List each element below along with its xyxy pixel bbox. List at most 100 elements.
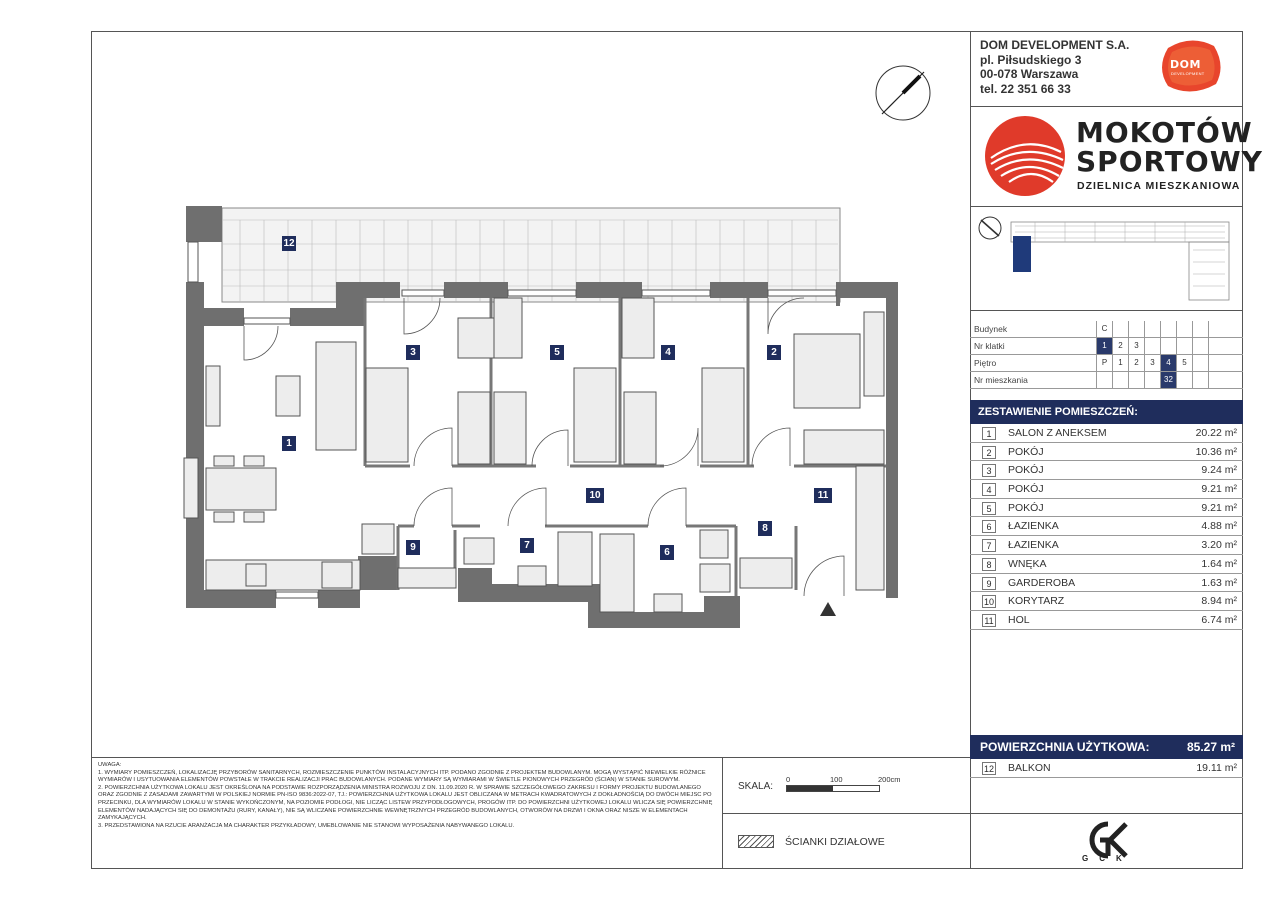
furniture [183, 297, 885, 613]
room-row: 6 ŁAZIENKA 4.88 m² [970, 517, 1243, 537]
info-cell [1128, 321, 1144, 337]
room-number: 12 [982, 762, 996, 775]
scale-label: SKALA: [738, 781, 774, 792]
plan-room-label: 12 [282, 236, 296, 251]
info-cell [1160, 321, 1176, 337]
info-cell: 1 [1112, 355, 1128, 371]
room-name: GARDEROBA [1008, 576, 1076, 589]
info-cell [1176, 372, 1192, 388]
room-number: 11 [982, 613, 996, 627]
info-row-building: Budynek C [970, 321, 1243, 338]
balcony-row: 12 BALKON 19.11 m² [970, 759, 1243, 778]
project-title: MOKOTÓW SPORTOWY [1076, 118, 1263, 176]
room-area: 4.88 m² [1201, 520, 1237, 533]
info-cell [1096, 372, 1112, 388]
notes-block: UWAGA: 1. WYMIARY POMIESZCZEŃ, LOKALIZAC… [98, 762, 718, 830]
company-address-street: pl. Piłsudskiego 3 [980, 52, 1082, 67]
room-name: HOL [1008, 613, 1030, 626]
floor-plan-drawing [183, 65, 931, 628]
info-label: Budynek [974, 324, 1008, 334]
room-name: ŁAZIENKA [1008, 539, 1059, 552]
info-cell [1192, 355, 1208, 371]
info-cell [1192, 372, 1208, 388]
info-cell: 2 [1128, 355, 1144, 371]
mokotow-sportowy-logo-icon [985, 116, 1065, 196]
note-item: 1. WYMIARY POMIESZCZEŃ, LOKALIZACJĘ PRZY… [98, 769, 706, 784]
room-area: 1.63 m² [1201, 576, 1237, 589]
partition-wall-legend-swatch [738, 835, 774, 848]
entrance-marker-icon [820, 602, 836, 616]
dom-development-logo-icon [1162, 40, 1221, 92]
info-cell-selected: 1 [1096, 338, 1112, 354]
room-number: 2 [982, 445, 996, 459]
scale-bar-fill [787, 786, 833, 791]
floor-plan: 12 1 2 3 4 5 6 7 8 9 10 11 [180, 60, 940, 640]
notes-title: UWAGA: [98, 762, 122, 768]
plan-room-label: 10 [586, 488, 604, 503]
info-cell [1208, 338, 1224, 354]
info-cell [1192, 338, 1208, 354]
usable-area-value: 85.27 m² [1186, 740, 1235, 754]
room-name: SALON Z ANEKSEM [1008, 427, 1107, 439]
plan-room-label: 5 [550, 345, 564, 360]
plan-room-label: 4 [661, 345, 675, 360]
notes-divider [91, 757, 970, 758]
panel-line [970, 206, 1243, 207]
info-row-apartment-number: Nr mieszkania 32 [970, 372, 1243, 389]
info-cell [1208, 321, 1224, 337]
key-plan-icon [978, 216, 1230, 301]
gck-text: GCK [1082, 854, 1133, 863]
info-cell: P [1096, 355, 1112, 371]
info-cell [1112, 372, 1128, 388]
room-area: 9.24 m² [1201, 464, 1237, 477]
info-cell [1208, 372, 1224, 388]
plan-room-label: 7 [520, 538, 534, 553]
project-title-line2: SPORTOWY [1076, 145, 1263, 178]
info-cell [1144, 321, 1160, 337]
usable-area-label: POWIERZCHNIA UŻYTKOWA: [980, 740, 1150, 754]
dom-logo-text: DOM [1170, 58, 1201, 71]
room-number: 1 [982, 427, 996, 440]
room-number: 10 [982, 595, 996, 609]
room-name: POKÓJ [1008, 501, 1044, 514]
rooms-header: ZESTAWIENIE POMIESZCZEŃ: [970, 400, 1243, 424]
company-phone: tel. 22 351 66 33 [980, 81, 1071, 96]
panel-line [970, 106, 1243, 107]
plan-room-label: 8 [758, 521, 772, 536]
info-label: Piętro [974, 358, 997, 368]
info-cell [1160, 338, 1176, 354]
note-item: 2. POWIERZCHNIA UŻYTKOWA LOKALU JEST OKR… [98, 784, 713, 822]
room-number: 4 [982, 483, 996, 497]
scale-legend-divider [722, 813, 970, 814]
windows [187, 241, 837, 599]
room-name: ŁAZIENKA [1008, 520, 1059, 533]
room-name: WNĘKA [1008, 557, 1047, 570]
info-cell-selected: 4 [1160, 355, 1176, 371]
plan-room-label: 9 [406, 540, 420, 555]
room-number: 5 [982, 501, 996, 515]
info-cell [1192, 321, 1208, 337]
info-cell: 3 [1144, 355, 1160, 371]
info-cell-selected: 32 [1160, 372, 1176, 388]
room-name: POKÓJ [1008, 464, 1044, 477]
room-number: 6 [982, 520, 996, 534]
plan-room-label: 3 [406, 345, 420, 360]
info-cell [1208, 355, 1224, 371]
legend-text: ŚCIANKI DZIAŁOWE [785, 836, 885, 848]
info-cell: 2 [1112, 338, 1128, 354]
project-title-line1: MOKOTÓW [1076, 116, 1253, 149]
info-cell: 3 [1128, 338, 1144, 354]
room-area: 10.36 m² [1195, 445, 1237, 458]
plan-room-label: 6 [660, 545, 674, 560]
north-arrow-icon [875, 65, 931, 121]
scale-tick: 200cm [878, 775, 901, 784]
info-label: Nr mieszkania [974, 375, 1028, 385]
